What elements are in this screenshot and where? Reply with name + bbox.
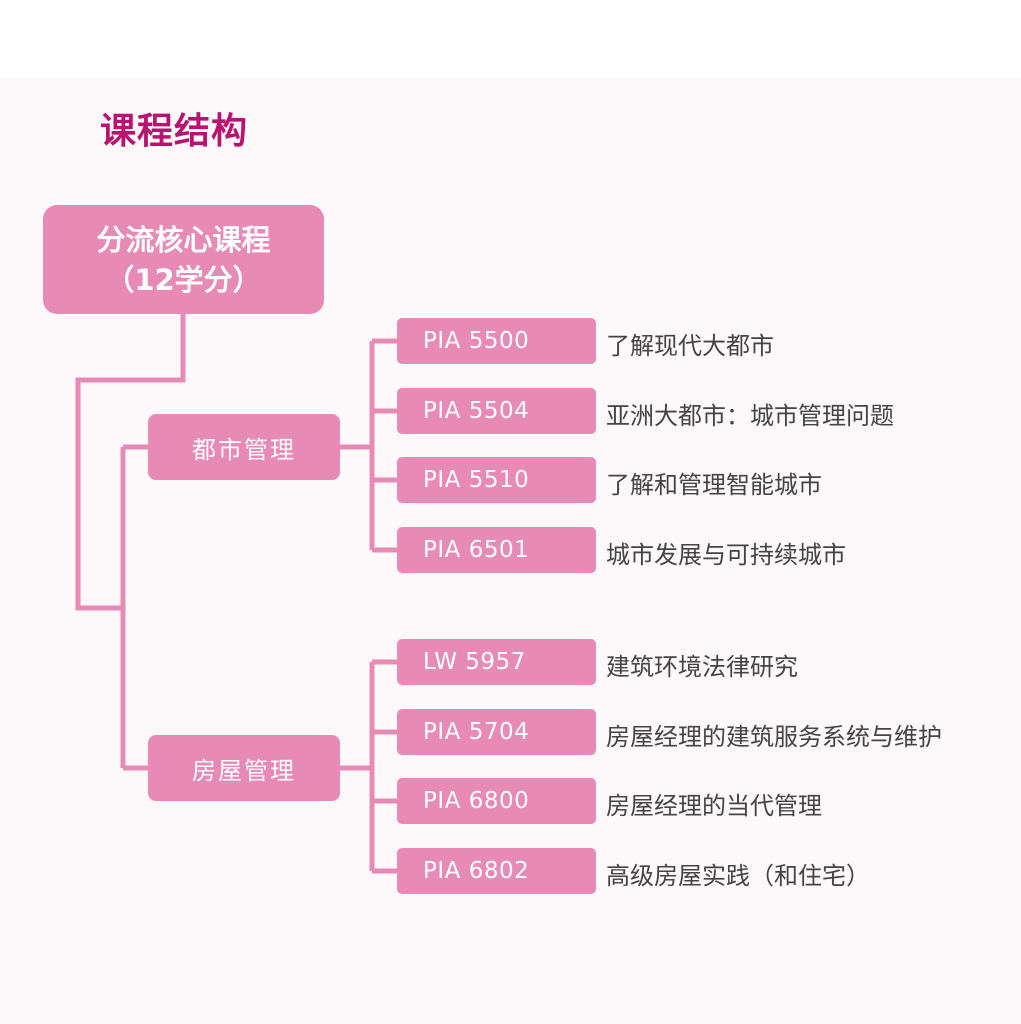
course-code-box: PIA 6800 [397,778,596,824]
course-name: 了解和管理智能城市 [606,470,822,499]
course-code-box: PIA 5704 [397,709,596,755]
course-code-box: LW 5957 [397,639,596,685]
page-title: 课程结构 [100,111,249,152]
course-name: 亚洲大都市：城市管理问题 [606,401,894,430]
root-node-core-courses: 分流核心课程 （12学分） [43,205,324,314]
course-code: PIA 6800 [423,788,530,814]
course-code: PIA 6501 [423,537,530,563]
course-code: PIA 5504 [423,398,530,424]
track-node-urban-management: 都市管理 [148,414,340,480]
track-node-housing-management: 房屋管理 [148,735,340,801]
course-code-box: PIA 5510 [397,457,596,503]
course-code-box: PIA 6802 [397,848,596,894]
course-code-box: PIA 5500 [397,318,596,364]
course-code: PIA 5704 [423,719,530,745]
course-name: 高级房屋实践（和住宅） [606,861,870,890]
course-code: PIA 5500 [423,328,530,354]
course-name: 房屋经理的建筑服务系统与维护 [606,722,942,751]
course-name: 了解现代大都市 [606,331,774,360]
track-label: 都市管理 [192,435,296,464]
course-code-box: PIA 5504 [397,388,596,434]
root-node-label: 分流核心课程 [96,222,271,257]
course-name: 建筑环境法律研究 [606,652,798,681]
course-code-box: PIA 6501 [397,527,596,573]
course-code: LW 5957 [423,649,526,675]
course-code: PIA 6802 [423,858,530,884]
course-code: PIA 5510 [423,467,530,493]
course-name: 房屋经理的当代管理 [606,791,822,820]
track-label: 房屋管理 [192,756,296,785]
root-node-credits: （12学分） [105,262,262,297]
root-connector [75,314,186,611]
course-name: 城市发展与可持续城市 [606,540,846,569]
